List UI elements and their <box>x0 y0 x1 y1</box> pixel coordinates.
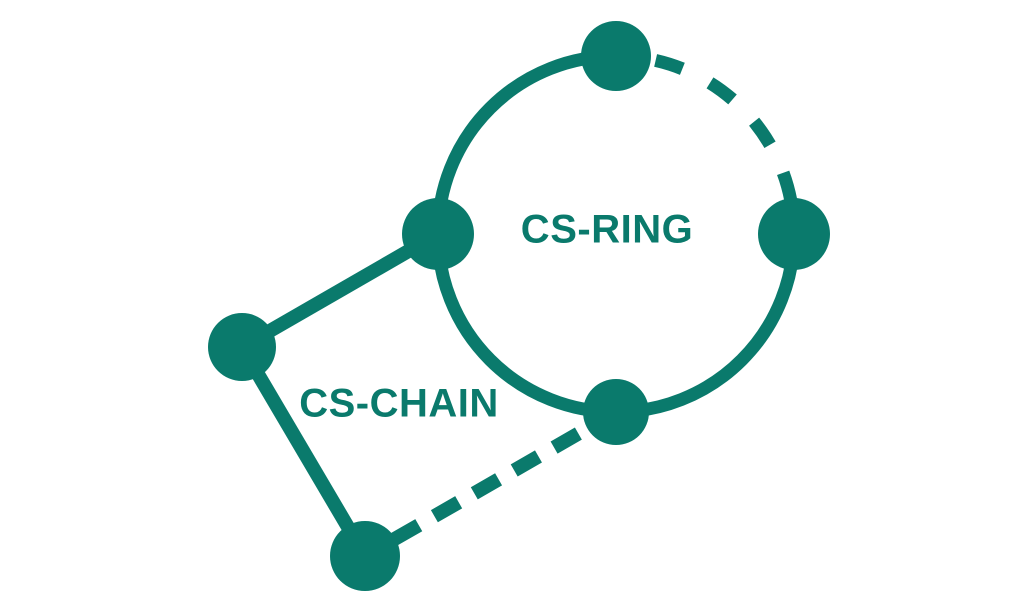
cs-ring-label: CS-RING <box>520 207 694 252</box>
ring-solid-arc <box>431 49 801 419</box>
node-chain-end <box>330 521 400 591</box>
node-chain-mid <box>208 313 276 381</box>
edge-ring-left-chain-mid-solid <box>238 227 442 354</box>
edge-chain-mid-chain-end-solid <box>235 343 372 560</box>
node-ring-right <box>758 198 830 270</box>
node-ring-left <box>402 198 474 270</box>
node-ring-top <box>581 21 651 91</box>
ring-dashed-arc <box>615 49 801 235</box>
edge-chain-end-ring-bottom-dashed <box>361 405 620 563</box>
cs-chain-label: CS-CHAIN <box>299 381 499 426</box>
node-ring-bottom <box>583 379 649 445</box>
